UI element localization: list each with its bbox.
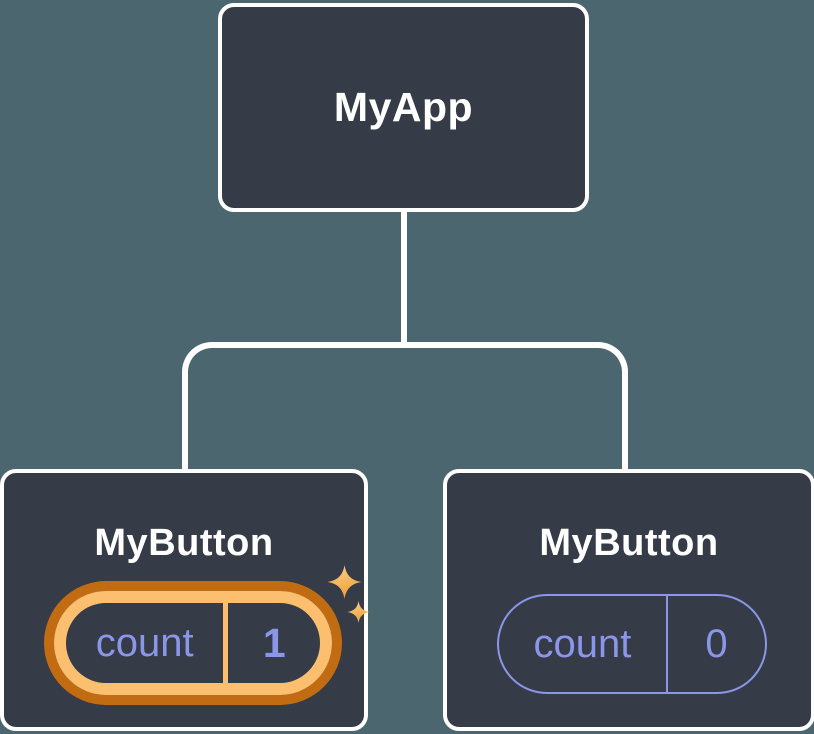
- node-myapp: MyApp: [218, 3, 589, 212]
- state-pill-divider: [665, 596, 668, 692]
- state-pill-divider: [223, 603, 229, 683]
- connector-stem: [401, 210, 407, 346]
- state-key: count: [533, 621, 632, 666]
- node-mybutton-updated-label: MyButton: [94, 522, 274, 564]
- connector-bracket: [182, 342, 628, 469]
- node-mybutton-updated: MyButton count 1: [0, 469, 370, 731]
- state-value: 1: [262, 619, 286, 666]
- sparkles-icon: [327, 565, 370, 623]
- node-mybutton-plain: MyButton count 0: [443, 469, 814, 731]
- node-myapp-label: MyApp: [333, 84, 474, 130]
- state-key: count: [95, 620, 194, 665]
- state-value: 0: [705, 621, 728, 666]
- node-mybutton-plain-label: MyButton: [539, 522, 719, 564]
- state-pill-highlighted: count 1: [54, 591, 332, 695]
- state-pill-plain: count 0: [497, 594, 767, 694]
